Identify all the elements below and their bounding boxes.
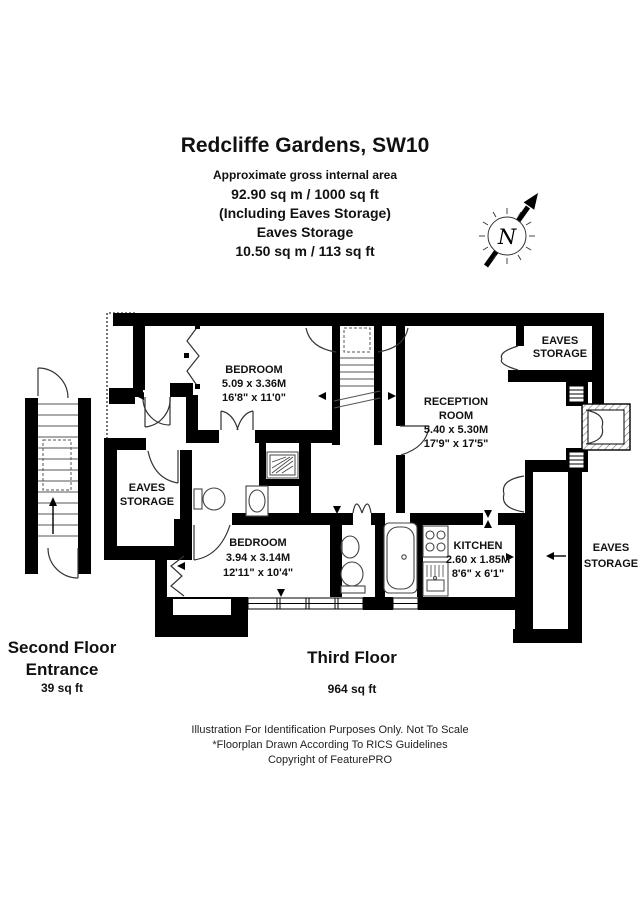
kitchen-label: KITCHEN (453, 540, 503, 552)
wardrobe-hinges (184, 324, 200, 389)
bedroom1-dim-imperial: 16'8" x 11'0" (222, 392, 286, 404)
eaves-top-right-label-line1: EAVES (541, 335, 579, 347)
eaves-right-label-line2: STORAGE (583, 558, 639, 570)
third-floor-label: Third Floor (307, 648, 397, 667)
bedroom2-label: BEDROOM (229, 537, 287, 549)
header-including-note: (Including Eaves Storage) (219, 205, 391, 221)
bathtub-icon (383, 522, 418, 594)
window-band (247, 597, 419, 610)
wc-basin-icon (340, 535, 360, 559)
second-floor-label-line2: Entrance (25, 660, 99, 679)
sash-window-icon (568, 385, 585, 469)
compass-north-label: N (497, 225, 517, 249)
dimension-arrows (136, 315, 554, 597)
bottom-left-alcove (173, 599, 231, 615)
compass-icon: N (479, 193, 538, 268)
reception-label-line1: RECEPTION (423, 396, 489, 408)
disclaimer-line3: Copyright of FeaturePRO (267, 754, 393, 766)
header-eaves-area: 10.50 sq m / 113 sq ft (235, 243, 375, 259)
bedroom2-dim-imperial: 12'11" x 10'4" (222, 567, 294, 579)
stairs-up-arrow-icon (49, 497, 57, 506)
disclaimer-line2: *Floorplan Drawn According To RICS Guide… (212, 739, 448, 751)
north-arrow-icon (523, 193, 538, 210)
entrance-staircase-icon (38, 403, 78, 537)
bedroom1-dim-metric: 5.09 x 3.36M (221, 378, 287, 390)
wardrobe-zigzag-icon (170, 325, 200, 597)
eaves-left-label-line1: EAVES (128, 482, 166, 494)
ensuite-toilet-icon (193, 487, 226, 511)
wc-toilet-icon (340, 561, 366, 594)
internal-staircase-icon (333, 327, 381, 409)
reception-dim-imperial: 17'9" x 17'5" (423, 438, 489, 450)
walls (25, 313, 604, 643)
door-arcs (37, 327, 604, 579)
eaves-left-label-line2: STORAGE (119, 496, 175, 508)
eaves-dotted-line (106, 312, 135, 440)
eaves-top-right-label-line2: STORAGE (532, 348, 588, 360)
shower-icon (266, 451, 299, 479)
bedroom2-dim-metric: 3.94 x 3.14M (225, 552, 291, 564)
header-area-caption: Approximate gross internal area (212, 168, 398, 182)
ensuite-basin-icon (245, 485, 269, 517)
sink-icon (422, 561, 449, 597)
kitchen-dim-imperial: 8'6" x 6'1" (451, 568, 505, 580)
hob-icon (422, 525, 449, 558)
header-total-area: 92.90 sq m / 1000 sq ft (231, 186, 379, 202)
second-floor-label-line1: Second Floor (7, 638, 117, 657)
reception-dim-metric: 5.40 x 5.30M (423, 424, 489, 436)
page-title: Redcliffe Gardens, SW10 (180, 134, 430, 157)
kitchen-dim-metric: 2.60 x 1.85M (445, 554, 511, 566)
eaves-right-label-line1: EAVES (592, 542, 630, 554)
disclaimer-line1: Illustration For Identification Purposes… (191, 724, 469, 736)
reception-label-line2: ROOM (438, 410, 474, 422)
bedroom1-label: BEDROOM (225, 364, 283, 376)
dormer (581, 403, 631, 451)
third-floor-area: 964 sq ft (327, 682, 377, 696)
second-floor-area: 39 sq ft (40, 681, 84, 695)
header-eaves-caption: Eaves Storage (256, 224, 354, 240)
